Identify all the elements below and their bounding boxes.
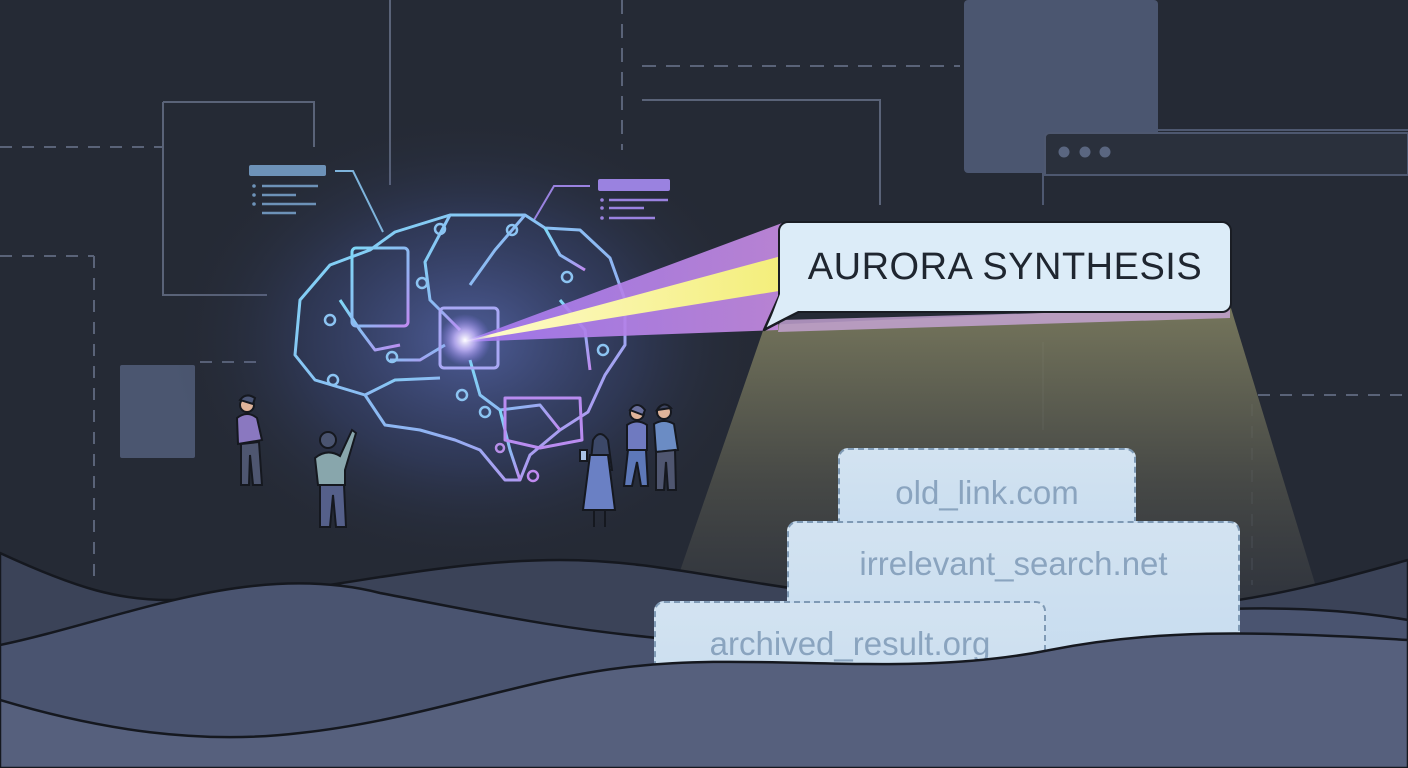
speech-bubble: AURORA SYNTHESIS [778,221,1232,313]
circuit-nodes [323,222,610,483]
result-card-label: old_link.com [895,474,1079,511]
person-icon [579,433,617,527]
result-card-label: archived_result.org [709,625,991,662]
person-icon [622,404,650,487]
result-card-label: irrelevant_search.net [859,545,1168,582]
window-dot [1058,146,1070,158]
annotation-left [249,165,384,233]
background-panel-top [964,0,1158,173]
light-beam-purple [462,222,785,342]
person-icon [652,403,680,491]
speech-bubble-label: AURORA SYNTHESIS [807,245,1203,288]
person-icon [313,428,358,528]
window-dot [1099,146,1111,158]
background-panel-left [120,365,195,458]
window-dot [1079,146,1091,158]
annotation-right [533,179,670,221]
window-frame [1042,129,1408,205]
result-card-archived-result[interactable]: archived_result.org [654,601,1046,721]
light-core [439,314,491,366]
light-beam-yellow [462,255,785,342]
person-icon [235,394,264,486]
